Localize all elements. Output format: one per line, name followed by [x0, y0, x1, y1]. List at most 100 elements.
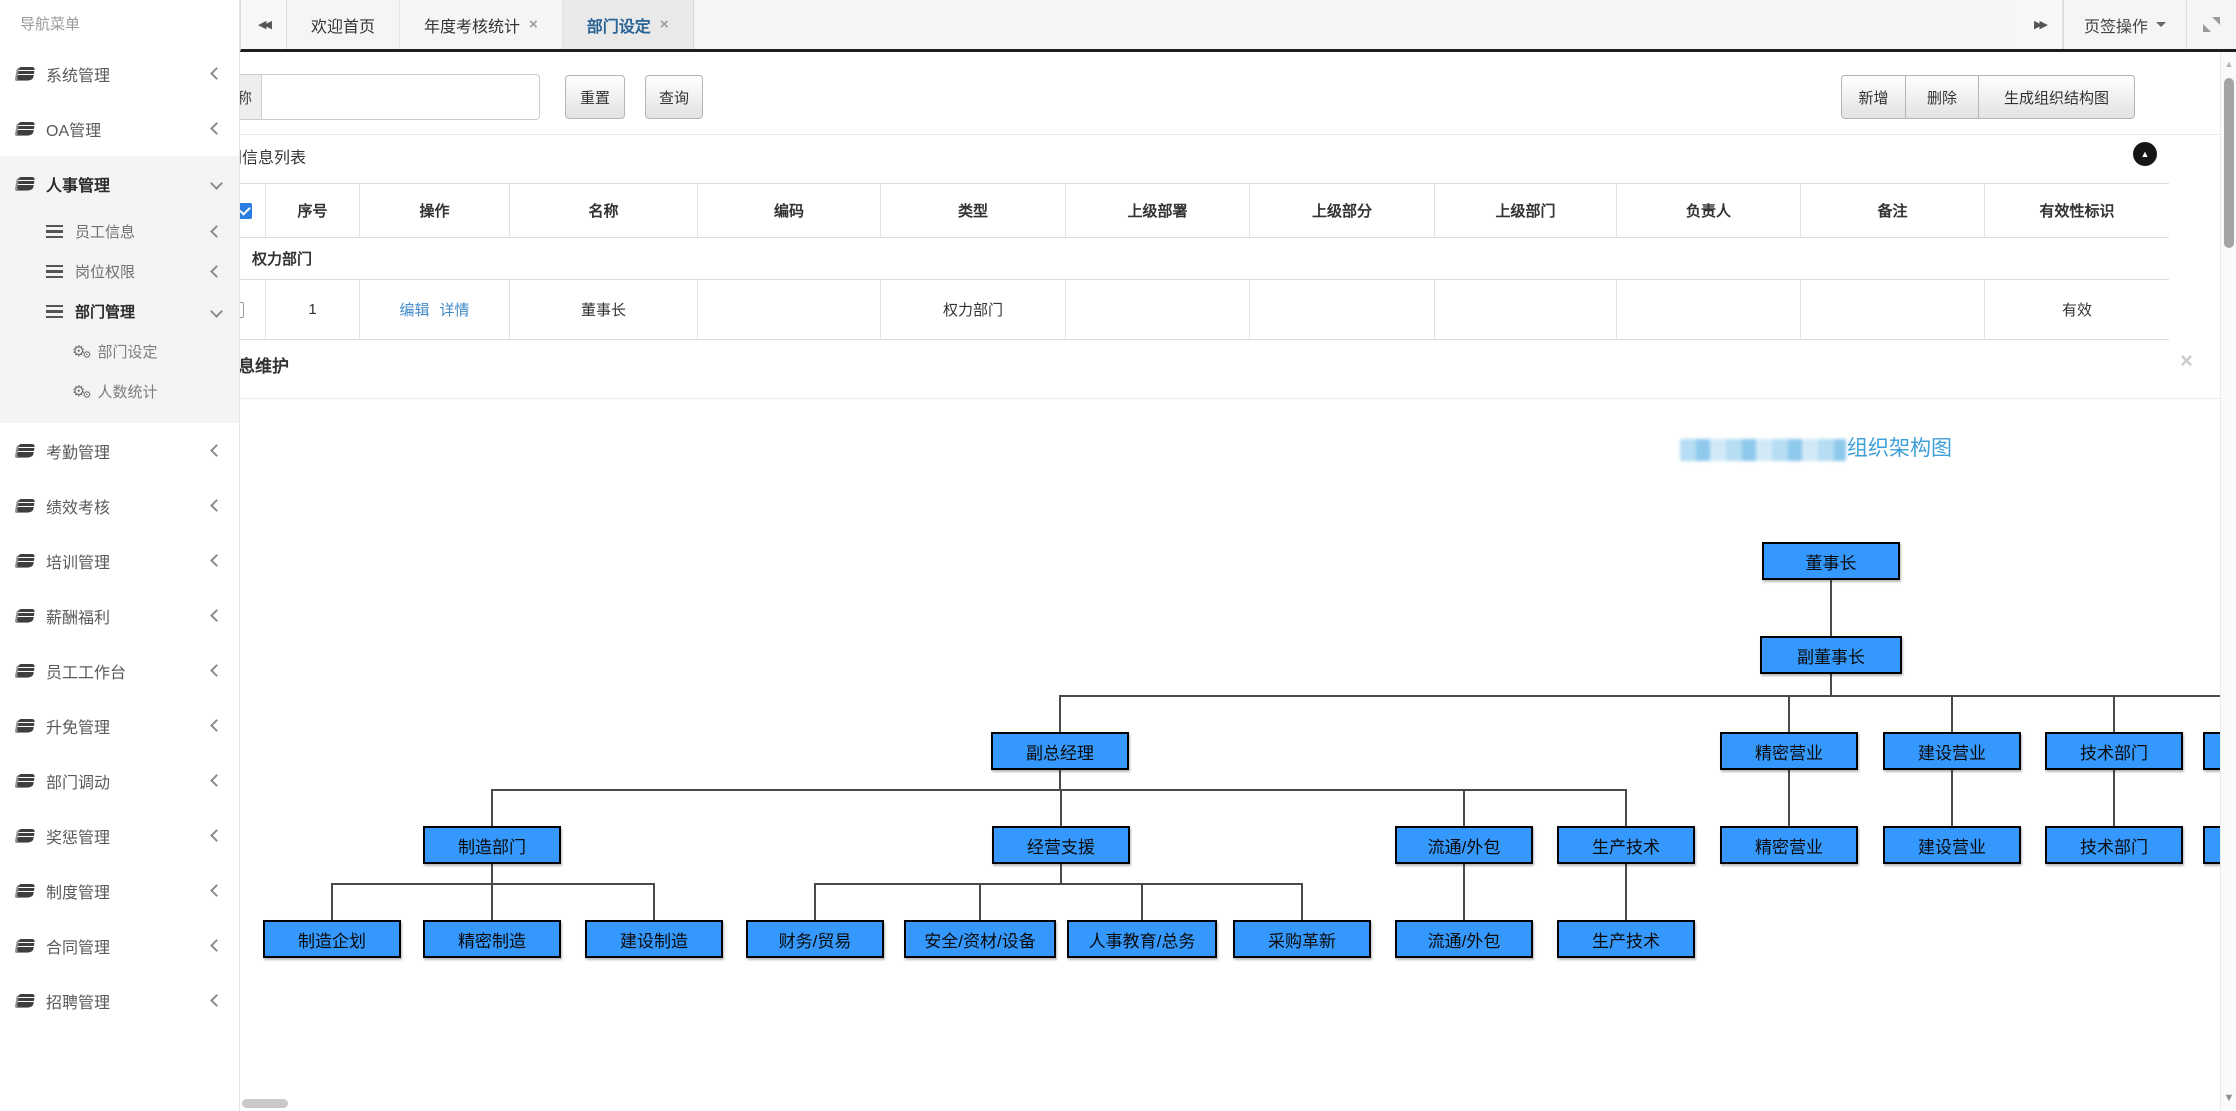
delete-button[interactable]: 删除	[1906, 75, 1979, 119]
org-node-建设营业: 建设营业	[1883, 826, 2021, 864]
sidebar-item-培训管理[interactable]: 培训管理	[0, 533, 239, 588]
column-header-类型: 类型	[880, 184, 1065, 237]
row-checkbox[interactable]	[240, 301, 244, 318]
org-connector-line	[491, 789, 493, 826]
sidebar-item-系统管理[interactable]: 系统管理	[0, 46, 239, 101]
sidebar-item-label: 人数统计	[97, 383, 158, 401]
details-link[interactable]: 详情	[439, 302, 470, 319]
column-header-负责人: 负责人	[1616, 184, 1800, 237]
org-chart: 组织架构图 董事长副董事长副总经理精密营业建设营业技术部门制造部门经营支援流通/…	[240, 399, 2220, 1111]
sidebar-item-奖惩管理[interactable]: 奖惩管理	[0, 808, 239, 863]
org-connector-line	[1463, 864, 1465, 920]
sidebar-item-部门调动[interactable]: 部门调动	[0, 753, 239, 808]
reset-button[interactable]: 重置	[565, 75, 625, 119]
org-node-精密营业: 精密营业	[1720, 826, 1858, 864]
sidebar-item-合同管理[interactable]: 合同管理	[0, 918, 239, 973]
vertical-scrollbar-thumb[interactable]	[2224, 78, 2234, 248]
sidebar-expanded-group: 人事管理员工信息岗位权限部门管理⚙⚙部门设定⚙⚙人数统计	[0, 156, 239, 423]
book-icon	[16, 609, 36, 622]
org-connector-line	[814, 883, 816, 920]
tab-label: 部门设定	[586, 18, 651, 36]
sidebar-item-制度管理[interactable]: 制度管理	[0, 863, 239, 918]
org-node-建设营业: 建设营业	[1883, 732, 2021, 770]
tab-部门设定[interactable]: 部门设定 ×	[562, 0, 694, 49]
select-all-checkbox[interactable]	[240, 202, 252, 219]
chevron-left-icon	[210, 554, 223, 567]
sidebar-item-升免管理[interactable]: 升免管理	[0, 698, 239, 753]
sidebar-item-员工信息[interactable]: 员工信息	[0, 211, 239, 251]
table-cell: 有效	[1984, 280, 2169, 339]
book-icon	[16, 444, 36, 457]
vertical-scrollbar: ▲ ▼	[2220, 52, 2236, 1111]
sidebar-item-岗位权限[interactable]: 岗位权限	[0, 251, 239, 291]
maintain-close-icon[interactable]: ×	[2180, 348, 2193, 373]
sidebar-item-薪酬福利[interactable]: 薪酬福利	[0, 588, 239, 643]
org-connector-line	[1951, 695, 1953, 732]
org-connector-line	[814, 883, 1303, 885]
org-connector-line	[1301, 883, 1303, 920]
caret-down-icon	[2156, 22, 2166, 27]
org-node-生产技术: 生产技术	[1557, 826, 1695, 864]
scroll-down-arrow-icon[interactable]: ▼	[2223, 1092, 2235, 1104]
main-content: 称 重置 查询 新增 删除 生成组织结构图 门信息列表 ▲ 序号操作名称编码类型…	[240, 52, 2220, 1111]
tab-close-icon[interactable]: ×	[659, 16, 669, 33]
org-node-clipped	[2203, 826, 2220, 864]
tab-年度考核统计[interactable]: 年度考核统计×	[400, 0, 563, 49]
sidebar-item-考勤管理[interactable]: 考勤管理	[0, 423, 239, 478]
table-cell: 1	[265, 280, 359, 339]
fullscreen-icon[interactable]	[2186, 0, 2236, 49]
org-node-副总经理: 副总经理	[991, 732, 1129, 770]
org-node-采购革新: 采购革新	[1233, 920, 1371, 958]
sidebar-item-招聘管理[interactable]: 招聘管理	[0, 973, 239, 1028]
sidebar-item-label: 绩效考核	[46, 499, 111, 517]
org-connector-line	[1060, 789, 1062, 826]
menu-icon	[46, 264, 63, 278]
org-node-财务/贸易: 财务/贸易	[746, 920, 884, 958]
table-cell	[697, 280, 880, 339]
org-connector-line	[1951, 770, 1953, 826]
tabs-scroll-left-button[interactable]: ◀◀	[241, 0, 287, 49]
chevron-left-icon	[210, 994, 223, 1007]
org-node-安全/资材/设备: 安全/资材/设备	[904, 920, 1056, 958]
org-connector-line	[1625, 864, 1627, 920]
tabs-scroll-right-button[interactable]: ▶▶	[2016, 0, 2063, 49]
sidebar-item-绩效考核[interactable]: 绩效考核	[0, 478, 239, 533]
tab-operations-dropdown[interactable]: 页签操作	[2062, 0, 2186, 49]
sidebar-item-人数统计[interactable]: ⚙⚙人数统计	[0, 371, 239, 411]
org-connector-line	[1788, 770, 1790, 826]
sidebar-item-label: 制度管理	[46, 884, 111, 902]
add-button[interactable]: 新增	[1841, 75, 1906, 119]
sidebar-item-部门管理[interactable]: 部门管理	[0, 291, 239, 331]
tab-bar: ◀◀ 欢迎首页年度考核统计× 部门设定 × ▶▶ 页签操作	[240, 0, 2236, 52]
chevron-left-icon	[210, 939, 223, 952]
book-icon	[16, 884, 36, 897]
tab-list: 欢迎首页年度考核统计× 部门设定 ×	[287, 0, 694, 49]
search-input[interactable]	[262, 74, 540, 120]
query-button[interactable]: 查询	[645, 75, 703, 119]
sidebar-item-label: 合同管理	[46, 939, 111, 957]
generate-org-chart-button[interactable]: 生成组织结构图	[1979, 75, 2135, 119]
scroll-up-arrow-icon[interactable]: ▲	[2224, 59, 2234, 69]
book-icon	[16, 177, 36, 190]
chevron-down-icon	[210, 304, 223, 318]
menu-icon	[46, 304, 63, 318]
table-cell	[1249, 280, 1434, 339]
sidebar-item-人事管理[interactable]: 人事管理	[0, 156, 239, 211]
sidebar-item-部门设定[interactable]: ⚙⚙部门设定	[0, 331, 239, 371]
row-checkbox-cell	[240, 280, 265, 339]
sidebar-item-OA管理[interactable]: OA管理	[0, 101, 239, 156]
tab-close-icon[interactable]: ×	[529, 16, 538, 33]
sidebar-item-员工工作台[interactable]: 员工工作台	[0, 643, 239, 698]
sidebar-item-label: 员工工作台	[46, 664, 127, 682]
panel-collapse-icon[interactable]: ▲	[2133, 142, 2157, 166]
sidebar-item-label: 系统管理	[46, 67, 111, 85]
tab-欢迎首页[interactable]: 欢迎首页	[287, 0, 401, 49]
edit-link[interactable]: 编辑	[399, 302, 430, 319]
sidebar-item-label: 岗位权限	[75, 263, 136, 281]
horizontal-scrollbar-thumb[interactable]	[242, 1099, 288, 1108]
org-node-技术部门: 技术部门	[2045, 732, 2183, 770]
header-checkbox-cell	[240, 184, 265, 237]
tab-operations-label: 页签操作	[2083, 18, 2148, 36]
